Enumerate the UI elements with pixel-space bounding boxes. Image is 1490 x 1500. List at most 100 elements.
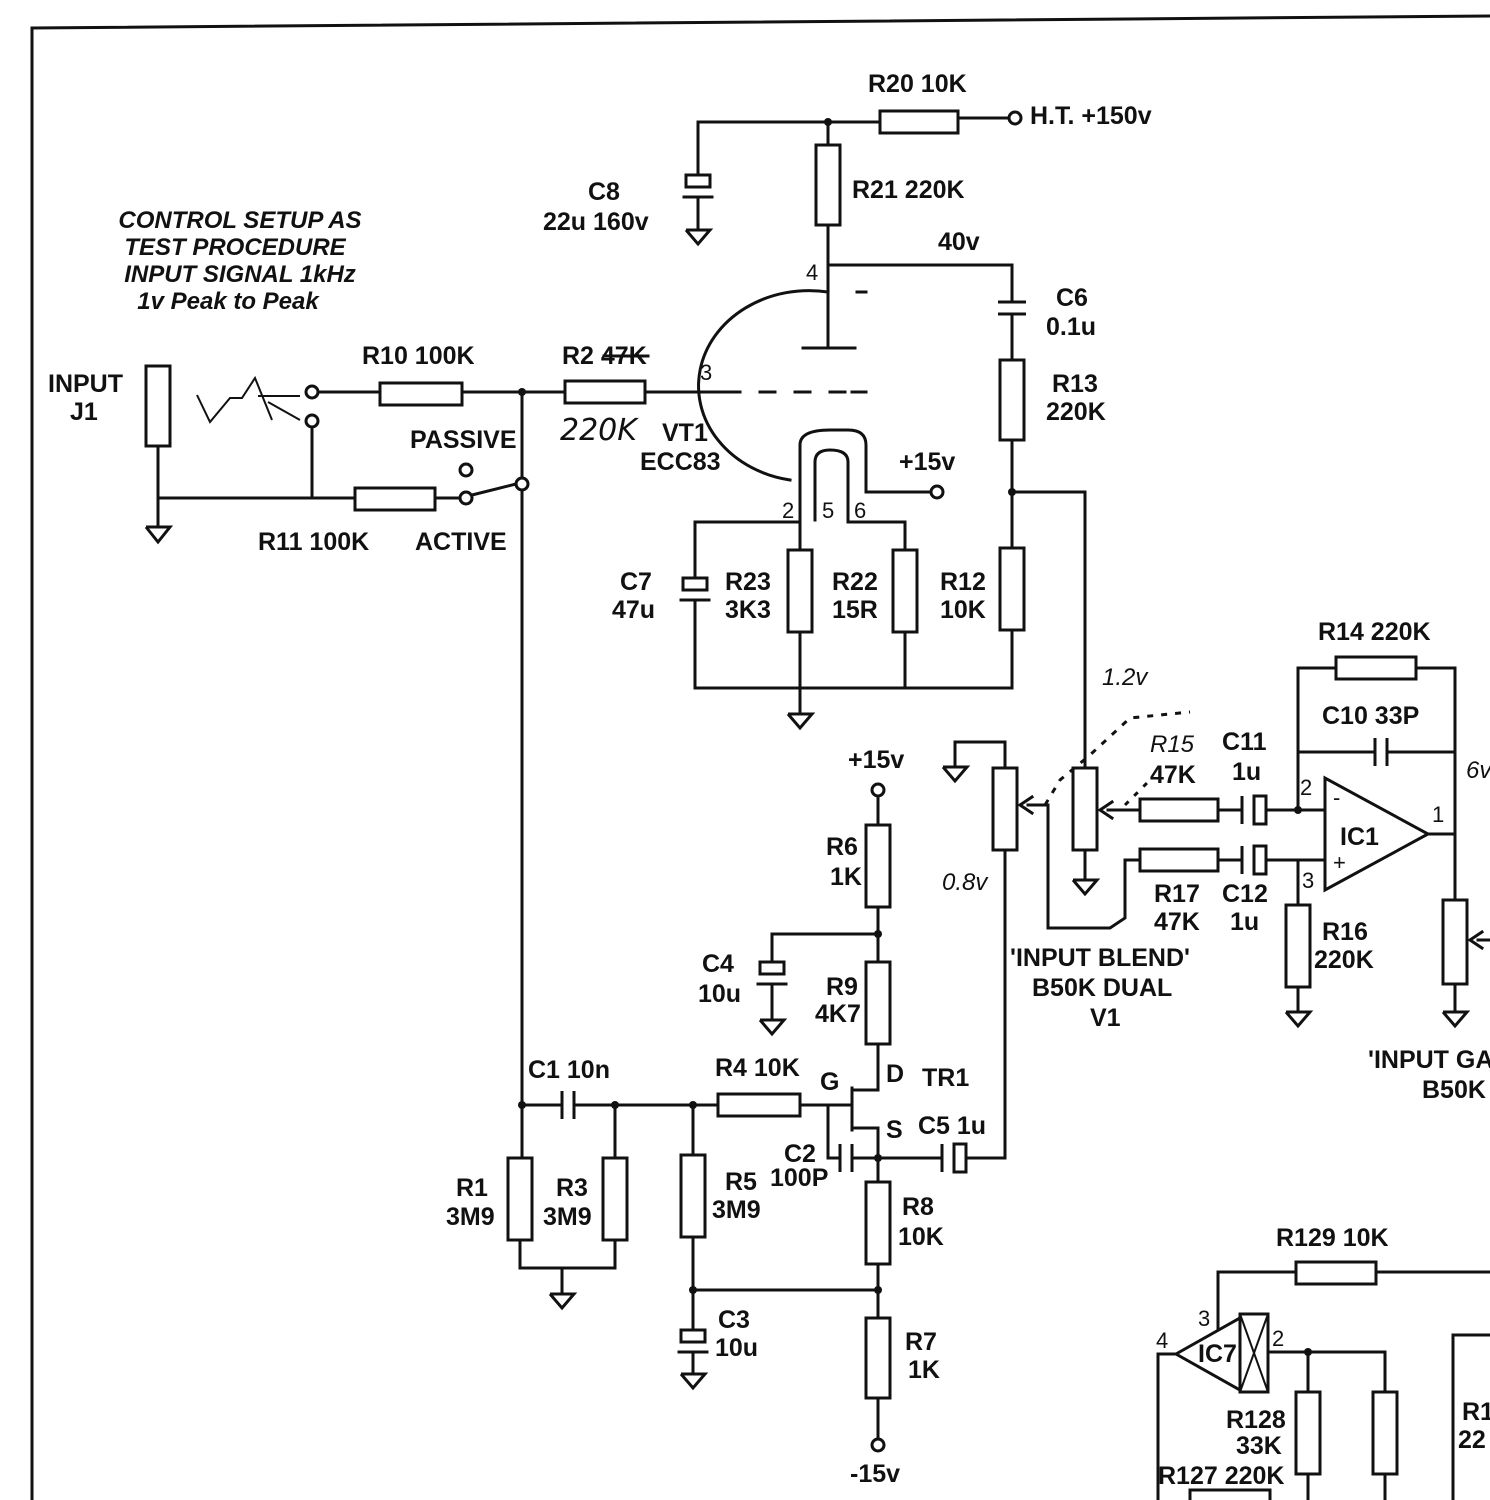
ic1-pin-3: 3 <box>1302 868 1314 893</box>
ic7-ref: IC7 <box>1198 1340 1237 1368</box>
resistor-r129: R129 10K <box>1216 1224 1490 1337</box>
r20-label: R20 10K <box>868 70 967 98</box>
opamp-ic1-body <box>1323 775 1432 893</box>
note-line-4: 1v Peak to Peak <box>137 288 320 315</box>
r11-label: R11 100K <box>258 528 369 556</box>
resistor-r17: R17 47K <box>1123 847 1242 936</box>
ic-out-voltage: 6v <box>1466 757 1490 784</box>
resistor-r9: R9 4K7 <box>815 960 892 1092</box>
c3-ref: C3 <box>718 1306 750 1334</box>
resistor-r128: R128 33K <box>1226 1350 1322 1500</box>
page-frame <box>30 14 1490 1500</box>
capacitor-c2: C2 100P <box>770 1103 880 1192</box>
gain-pot: 'INPUT GA B50K <box>1368 898 1490 1104</box>
c1-label: C1 10n <box>528 1056 610 1084</box>
r129-label: R129 10K <box>1276 1224 1389 1252</box>
r15-value: 47K <box>1150 761 1196 789</box>
blend-pot-line-1: 'INPUT BLEND' <box>1010 944 1190 972</box>
r1-ref: R1 <box>456 1174 488 1202</box>
capacitor-c1: C1 10n <box>520 1056 720 1119</box>
gain-pot-line-1: 'INPUT GA <box>1368 1046 1490 1074</box>
valve-ref: VT1 <box>662 419 708 447</box>
resistor-r22: R22 15R <box>832 520 919 690</box>
resistor-unlabeled <box>1371 1350 1399 1500</box>
c12-value: 1u <box>1230 908 1259 936</box>
capacitor-c10: C10 33P <box>1296 702 1457 766</box>
r13-value: 220K <box>1046 398 1106 426</box>
fet-out-voltage: 0.8v <box>942 869 989 896</box>
input-label: INPUT <box>48 370 123 398</box>
switch-active-label: ACTIVE <box>415 528 507 556</box>
valve-cathode <box>813 448 850 522</box>
resistor-r3: R3 3M9 <box>543 1103 629 1270</box>
resistor-r13: R13 220K <box>998 358 1106 550</box>
r12-value: 10K <box>940 596 986 624</box>
r8-ref: R8 <box>902 1193 934 1221</box>
resistor-r1-partial: R1 22 <box>1451 1333 1490 1500</box>
r10-label: R10 100K <box>362 342 475 370</box>
c2-ref: C2 <box>784 1140 816 1168</box>
r1x-ref: R1 <box>1462 1398 1490 1426</box>
input-ref: J1 <box>70 398 98 426</box>
resistor-r11: R11 100K <box>258 486 464 556</box>
switch-passive-terminal <box>458 462 474 478</box>
r128-value: 33K <box>1236 1432 1282 1460</box>
capacitor-c7: C7 47u <box>612 568 711 690</box>
c2-value: 100P <box>770 1164 828 1192</box>
note-line-2: TEST PROCEDURE <box>124 234 346 261</box>
r5-value: 3M9 <box>712 1196 761 1224</box>
ic1-minus: - <box>1333 785 1340 810</box>
switch-passive-label: PASSIVE <box>410 426 517 454</box>
ic7-buffer: IC7 3 2 4 <box>1156 1306 1284 1394</box>
c8-ref: C8 <box>588 178 620 206</box>
c5-label: C5 1u <box>918 1112 986 1140</box>
ic1-pin-2: 2 <box>1300 775 1312 800</box>
ic1-ref: IC1 <box>1340 823 1379 851</box>
r20-ht-line: R20 10K H.T. +150v <box>696 70 1152 135</box>
r9-value: 4K7 <box>815 1000 861 1028</box>
valve-heater-rail: +15v <box>899 448 955 476</box>
fet-ref: TR1 <box>922 1064 969 1092</box>
resistor-r7: R7 1K -15v <box>850 1316 940 1488</box>
r13-ref: R13 <box>1052 370 1098 398</box>
r1x-value: 22 <box>1458 1426 1486 1454</box>
capacitor-c3: C3 10u <box>677 1306 758 1391</box>
fet-tr1: G D S TR1 <box>798 1060 969 1184</box>
opamp-ic1: IC1 - + 2 3 1 <box>1300 775 1457 893</box>
switch-common-terminal <box>514 476 530 492</box>
anode-voltage: 40v <box>938 228 980 256</box>
r16-ref: R16 <box>1322 918 1368 946</box>
r12-ref: R12 <box>940 568 986 596</box>
valve-pin-2: 2 <box>782 498 794 523</box>
resistor-r8: R8 10K <box>864 1180 944 1320</box>
ground-r1-r3 <box>548 1292 578 1311</box>
resistor-r23: R23 3K3 <box>725 520 814 714</box>
valve-heater <box>798 428 868 522</box>
jack-switch-terminal <box>304 413 320 429</box>
jack-tip-terminal <box>304 384 320 400</box>
capacitor-c6: C6 0.1u <box>998 284 1096 362</box>
c3-value: 10u <box>715 1334 758 1362</box>
r6-value: 1K <box>830 863 862 891</box>
resistor-r1: R1 3M9 <box>446 1156 534 1270</box>
fet-supply-label: +15v <box>848 746 904 774</box>
r21-label: R21 220K <box>852 176 965 204</box>
ic1-pin-1: 1 <box>1432 802 1444 827</box>
c6-value: 0.1u <box>1046 313 1096 341</box>
resistor-r21: R21 220K <box>814 120 965 347</box>
blend-pot-b <box>1071 766 1140 897</box>
resistor-r14: R14 220K <box>1296 618 1457 681</box>
fet-source-label: S <box>886 1116 903 1144</box>
valve-type: ECC83 <box>640 448 721 476</box>
r6-ref: R6 <box>826 833 858 861</box>
r22-ref: R22 <box>832 568 878 596</box>
valve-pin-5: 5 <box>822 498 834 523</box>
resistor-r5: R5 3M9 <box>679 1103 761 1330</box>
capacitor-c8: C8 22u 160v <box>543 120 714 247</box>
blend-voltage: 1.2v <box>1102 664 1149 691</box>
setup-note: CONTROL SETUP AS TEST PROCEDURE INPUT SI… <box>118 207 361 315</box>
c12-ref: C12 <box>1222 880 1268 908</box>
r23-value: 3K3 <box>725 596 771 624</box>
ht-rail-label: H.T. +150v <box>1030 102 1152 130</box>
